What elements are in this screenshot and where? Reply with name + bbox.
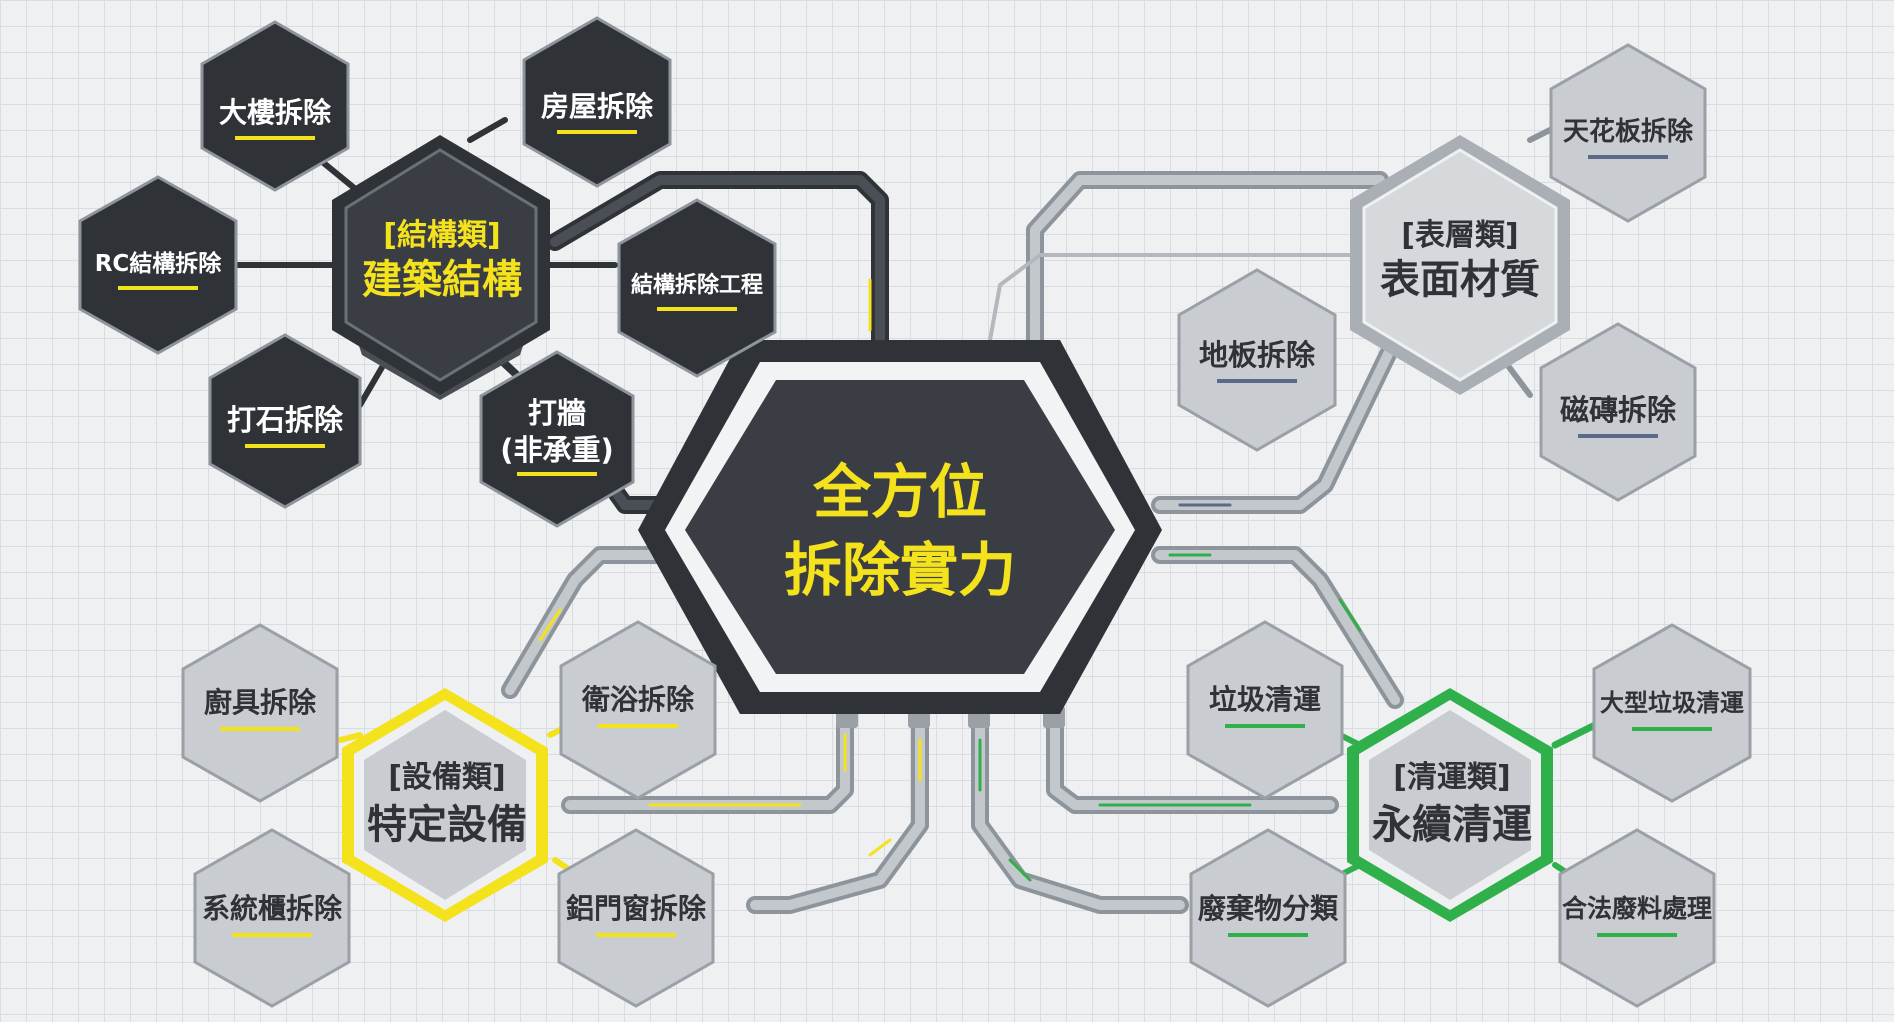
underline [596, 933, 676, 937]
underline [657, 307, 737, 311]
underline [557, 130, 637, 134]
underline [118, 286, 198, 290]
service-building-label: 大樓拆除 [219, 96, 332, 129]
underline [232, 933, 312, 937]
service-house-label: 房屋拆除 [541, 90, 654, 123]
service-rc[interactable]: RC結構拆除 [78, 175, 238, 355]
category-equipment-tag: [設備類] [388, 760, 505, 795]
service-cabinet-label: 系統櫃拆除 [202, 892, 343, 925]
category-surface[interactable]: [表層類] 表面材質 [1350, 135, 1570, 395]
underline [245, 444, 325, 448]
service-wall[interactable]: 打牆 (非承重) [479, 350, 635, 528]
underline [1578, 434, 1658, 438]
category-structure[interactable]: [結構類] 建築結構 [332, 135, 550, 400]
underline [517, 472, 597, 476]
service-cabinet[interactable]: 系統櫃拆除 [193, 828, 351, 1008]
service-floor-label: 地板拆除 [1199, 338, 1316, 372]
service-tile[interactable]: 磁磚拆除 [1539, 322, 1697, 502]
service-sorting[interactable]: 廢棄物分類 [1189, 828, 1347, 1008]
underline [1228, 933, 1308, 937]
service-sorting-label: 廢棄物分類 [1198, 892, 1339, 925]
center-title-line2: 拆除實力 [784, 536, 1016, 604]
category-structure-tag: [結構類] [383, 218, 500, 253]
service-structural-works[interactable]: 結構拆除工程 [617, 198, 777, 378]
service-window-label: 鋁門窗拆除 [566, 892, 707, 925]
service-window[interactable]: 鋁門窗拆除 [557, 828, 715, 1008]
service-legal[interactable]: 合法廢料處理 [1558, 828, 1716, 1008]
category-equipment-title: 特定設備 [367, 802, 527, 848]
service-ceiling[interactable]: 天花板拆除 [1549, 43, 1707, 223]
underline [1597, 933, 1677, 937]
category-structure-title: 建築結構 [362, 257, 522, 303]
service-legal-label: 合法廢料處理 [1562, 894, 1712, 923]
underline [220, 727, 300, 731]
category-equipment[interactable]: [設備類] 特定設備 [342, 688, 548, 922]
underline [1225, 724, 1305, 728]
service-wall-label-line1: 打牆 [528, 396, 586, 430]
underline [598, 724, 678, 728]
service-garbage[interactable]: 垃圾清運 [1186, 620, 1344, 800]
service-building[interactable]: 大樓拆除 [200, 20, 350, 192]
service-floor[interactable]: 地板拆除 [1177, 268, 1337, 452]
service-kitchen-label: 廚具拆除 [204, 686, 317, 719]
service-structural-works-label: 結構拆除工程 [631, 272, 763, 298]
category-surface-tag: [表層類] [1401, 218, 1518, 253]
service-bath-label: 衛浴拆除 [581, 683, 695, 716]
service-large-garbage[interactable]: 大型垃圾清運 [1592, 623, 1752, 803]
cleanup-pipes [971, 546, 1599, 914]
category-surface-title: 表面材質 [1380, 257, 1540, 303]
category-cleanup-title: 永續清運 [1372, 802, 1532, 848]
service-rc-label: RC結構拆除 [95, 250, 223, 277]
center-hub: 全方位 拆除實力 [638, 340, 1162, 714]
service-bath[interactable]: 衛浴拆除 [559, 620, 717, 800]
service-ceiling-label: 天花板拆除 [1563, 116, 1694, 147]
service-large-garbage-label: 大型垃圾清運 [1600, 689, 1744, 717]
service-garbage-label: 垃圾清運 [1209, 683, 1321, 716]
category-cleanup[interactable]: [清運類] 永續清運 [1347, 688, 1553, 922]
surface-pipes [988, 122, 1563, 514]
underline [235, 136, 315, 140]
service-house[interactable]: 房屋拆除 [522, 16, 672, 188]
service-wall-label-line2: (非承重) [500, 433, 614, 467]
underline [1588, 155, 1668, 159]
underline [1217, 379, 1297, 383]
service-kitchen[interactable]: 廚具拆除 [181, 623, 339, 803]
service-stone[interactable]: 打石拆除 [208, 333, 362, 509]
underline [1632, 727, 1712, 731]
center-title-line1: 全方位 [812, 458, 987, 526]
service-tile-label: 磁磚拆除 [1560, 393, 1677, 427]
service-stone-label: 打石拆除 [227, 403, 344, 437]
category-cleanup-tag: [清運類] [1393, 760, 1510, 795]
